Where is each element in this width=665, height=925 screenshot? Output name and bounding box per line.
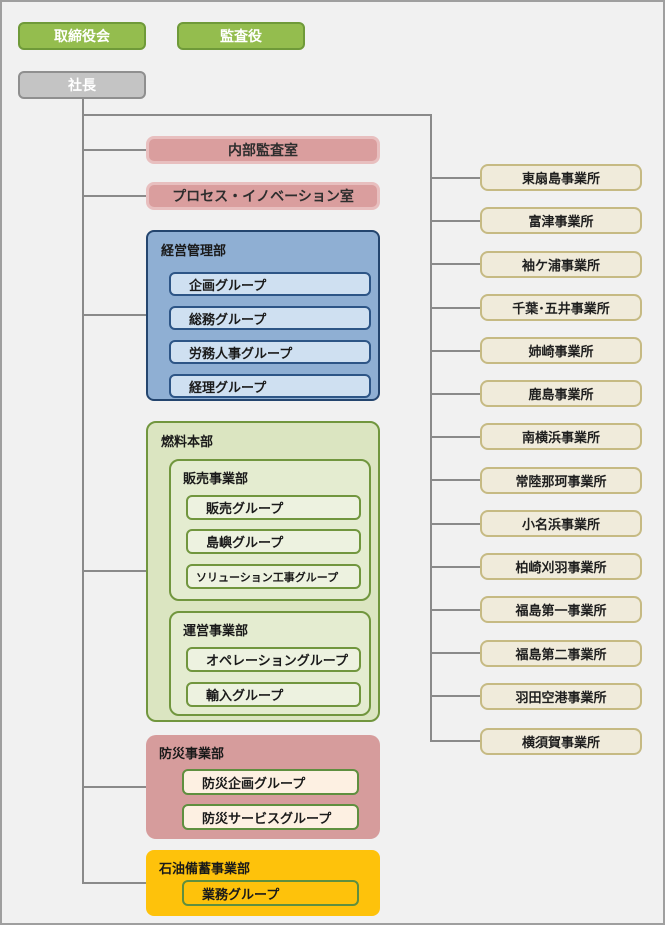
site-box-higashiogishima: 東扇島事業所: [480, 164, 642, 191]
solution-works-group-box: ソリューション工事グループ: [186, 564, 361, 589]
operations-division-container: 運営事業部 オペレーショングループ 輸入グループ: [169, 611, 371, 716]
auditors-box: 監査役: [177, 22, 305, 50]
connector-line: [432, 566, 480, 568]
connector-line: [84, 314, 146, 316]
site-box-hitachinaka: 常陸那珂事業所: [480, 467, 642, 494]
site-box-sodegaura: 袖ケ浦事業所: [480, 251, 642, 278]
site-box-futtsu: 富津事業所: [480, 207, 642, 234]
islands-group-box: 島嶼グループ: [186, 529, 361, 554]
site-box-fukushima-daiichi: 福島第一事業所: [480, 596, 642, 623]
oil-reserve-dept-container: 石油備蓄事業部 業務グループ: [146, 850, 380, 916]
operations-group-box: 業務グループ: [182, 880, 359, 906]
planning-group-box: 企画グループ: [169, 272, 371, 296]
labor-hr-group-box: 労務人事グループ: [169, 340, 371, 364]
board-of-directors-box: 取締役会: [18, 22, 146, 50]
site-box-fukushima-daini: 福島第二事業所: [480, 640, 642, 667]
disaster-dept-label: 防災事業部: [159, 746, 225, 761]
disaster-dept-container: 防災事業部 防災企画グループ 防災サービスグループ: [146, 735, 380, 839]
site-box-yokosuka: 横須賀事業所: [480, 728, 642, 755]
disaster-service-group-box: 防災サービスグループ: [182, 804, 359, 830]
connector-line: [432, 479, 480, 481]
connector-line: [82, 114, 432, 116]
general-affairs-group-box: 総務グループ: [169, 306, 371, 330]
management-dept-container: 経営管理部 企画グループ 総務グループ 労務人事グループ 経理グループ: [146, 230, 380, 401]
connector-line: [432, 307, 480, 309]
internal-audit-office-box: 内部監査室: [146, 136, 380, 164]
management-dept-label: 経営管理部: [161, 243, 227, 258]
process-innovation-office-box: プロセス・イノベーション室: [146, 182, 380, 210]
connector-line: [84, 195, 146, 197]
connector-line: [432, 263, 480, 265]
site-box-kashiwazaki-kariwa: 柏崎刈羽事業所: [480, 553, 642, 580]
president-box: 社長: [18, 71, 146, 99]
site-box-anegasaki: 姉崎事業所: [480, 337, 642, 364]
site-box-onahama: 小名浜事業所: [480, 510, 642, 537]
connector-line: [84, 786, 146, 788]
import-group-box: 輸入グループ: [186, 682, 361, 707]
connector-line: [432, 609, 480, 611]
fuel-division-container: 燃料本部 販売事業部 販売グループ 島嶼グループ ソリューション工事グループ 運…: [146, 421, 380, 722]
connector-line: [84, 570, 146, 572]
connector-line: [84, 882, 146, 884]
accounting-group-box: 経理グループ: [169, 374, 371, 398]
connector-line: [432, 523, 480, 525]
connector-line: [432, 350, 480, 352]
disaster-planning-group-box: 防災企画グループ: [182, 769, 359, 795]
site-box-minamiyokohama: 南横浜事業所: [480, 423, 642, 450]
oil-reserve-dept-label: 石油備蓄事業部: [159, 861, 251, 876]
sales-division-label: 販売事業部: [183, 471, 249, 486]
site-box-haneda-airport: 羽田空港事業所: [480, 683, 642, 710]
fuel-division-label: 燃料本部: [161, 434, 214, 449]
sales-group-box: 販売グループ: [186, 495, 361, 520]
connector-line: [432, 393, 480, 395]
connector-line: [432, 436, 480, 438]
connector-line: [432, 740, 480, 742]
connector-line: [82, 98, 84, 884]
operations-division-label: 運営事業部: [183, 623, 249, 638]
connector-line: [84, 149, 146, 151]
sales-division-container: 販売事業部 販売グループ 島嶼グループ ソリューション工事グループ: [169, 459, 371, 601]
connector-line: [432, 220, 480, 222]
connector-line: [432, 695, 480, 697]
connector-line: [430, 114, 432, 742]
site-box-chiba-goi: 千葉･五井事業所: [480, 294, 642, 321]
connector-line: [432, 652, 480, 654]
site-box-kashima: 鹿島事業所: [480, 380, 642, 407]
connector-line: [432, 177, 480, 179]
operation-group-box: オペレーショングループ: [186, 647, 361, 672]
